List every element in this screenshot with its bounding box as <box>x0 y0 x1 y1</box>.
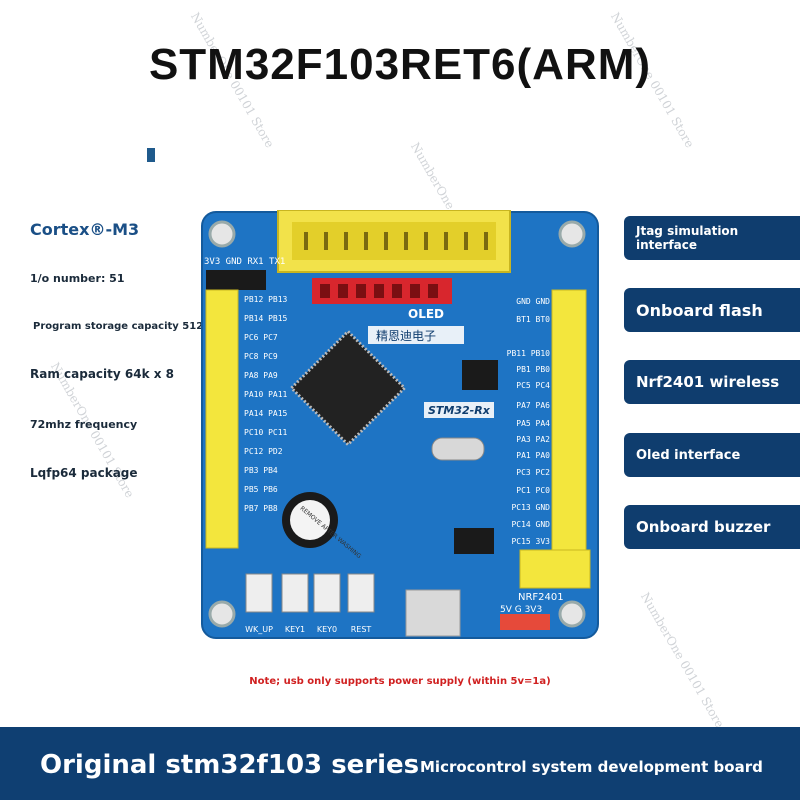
button-label: REST <box>351 625 372 634</box>
feature-nrf2401: Nrf2401 wireless <box>624 360 800 404</box>
feature-jtag: Jtag simulation interface <box>624 216 800 260</box>
decorative-bar <box>147 148 155 162</box>
pin-label: PA14 PA15 <box>244 409 288 418</box>
pin-label: PA3 PA2 <box>516 435 550 444</box>
pin-label: PB12 PB13 <box>244 295 288 304</box>
nrf-label: NRF2401 <box>518 592 564 603</box>
pin-label: PA5 PA4 <box>516 419 550 428</box>
banner-sub-text: Microcontrol system development board <box>420 758 763 776</box>
spec-ram: Ram capacity 64k x 8 <box>30 367 175 381</box>
feature-oled: Oled interface <box>624 433 800 477</box>
pin-label: PC10 PC11 <box>244 428 288 437</box>
pcb-board-image: OLED 精恩迪电子 3V3 GND RX1 TX1 PB12 PB13 PB1… <box>201 210 599 639</box>
pin-label: PB11 PB10 <box>507 349 551 358</box>
bottom-banner <box>0 727 800 800</box>
pin-label: PB1 PB0 <box>516 365 550 374</box>
pin-label: PB5 PB6 <box>244 485 278 494</box>
oled-label: OLED <box>408 307 444 321</box>
pin-label: BT1 BT0 <box>516 315 550 324</box>
button-label: KEY0 <box>317 625 337 634</box>
pin-label: PC8 PC9 <box>244 352 278 361</box>
spec-frequency: 72mhz frequency <box>30 418 138 431</box>
pin-label: PA10 PA11 <box>244 390 288 399</box>
pin-label: PA8 PA9 <box>244 371 278 380</box>
usb-note: Note; usb only supports power supply (wi… <box>249 676 551 687</box>
pin-label: PC14 GND <box>511 520 550 529</box>
pin-label: PC12 PD2 <box>244 447 283 456</box>
pin-label: PB3 PB4 <box>244 466 278 475</box>
pin-label: PC3 PC2 <box>516 468 550 477</box>
pin-label: PB7 PB8 <box>244 504 278 513</box>
spec-core: Cortex®-M3 <box>30 220 140 239</box>
feature-flash: Onboard flash <box>624 288 800 332</box>
button-label: KEY1 <box>285 625 305 634</box>
pin-label: GND GND <box>516 297 550 306</box>
pin-label: PC6 PC7 <box>244 333 278 342</box>
product-title: STM32F103RET6(ARM) <box>148 40 652 89</box>
pin-label: PA7 PA6 <box>516 401 550 410</box>
spec-io-number: 1/o number: 51 <box>30 272 125 285</box>
spec-package: Lqfp64 package <box>30 466 138 480</box>
cn-label: 精恩迪电子 <box>376 329 436 343</box>
power-label: 5V G 3V3 <box>500 605 542 615</box>
pin-label: PB14 PB15 <box>244 314 288 323</box>
pin-label: PC1 PC0 <box>516 486 550 495</box>
feature-buzzer: Onboard buzzer <box>624 505 800 549</box>
button-label: WK_UP <box>245 625 273 634</box>
mcu-label: STM32-Rx <box>428 404 491 417</box>
pin-label: PC13 GND <box>511 503 550 512</box>
pin-label: PA1 PA0 <box>516 451 550 460</box>
banner-main-text: Original stm32f103 series <box>40 750 420 780</box>
header-label: 3V3 GND RX1 TX1 <box>204 257 285 267</box>
pin-label: PC5 PC4 <box>516 381 550 390</box>
pin-label: PC15 3V3 <box>511 537 550 546</box>
spec-flash: Program storage capacity 512kb <box>33 321 217 332</box>
watermark-text: NumberOne 00101 Store <box>637 590 727 731</box>
